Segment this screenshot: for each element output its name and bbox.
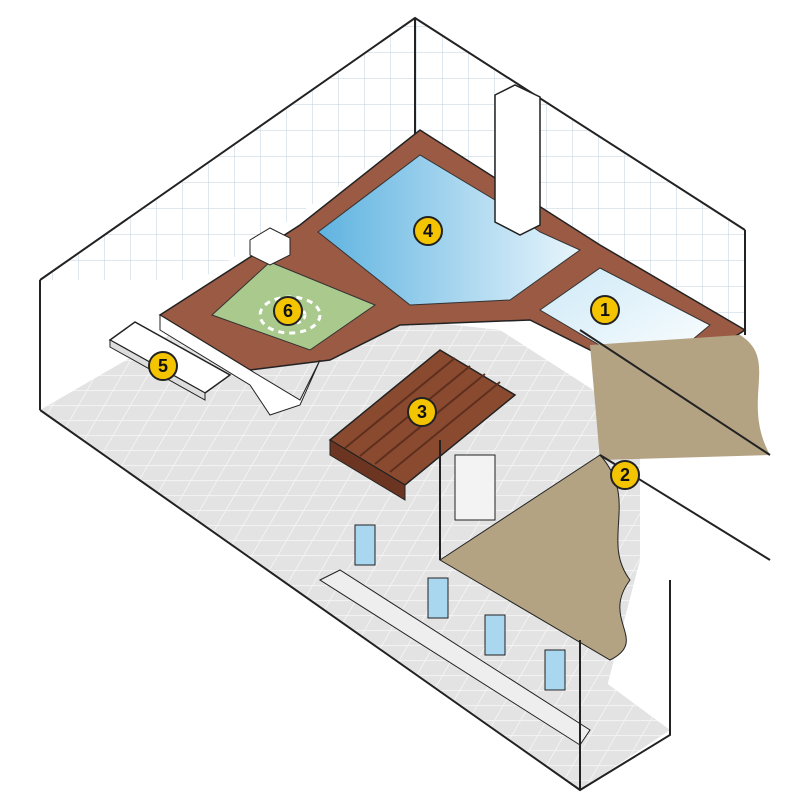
changing-room-area (439, 329, 771, 661)
shower-stations (318, 454, 591, 746)
marker-3[interactable]: 3 (407, 397, 437, 427)
main-pool-water (317, 154, 581, 306)
marker-5[interactable]: 5 (148, 351, 178, 381)
marker-4[interactable]: 4 (413, 216, 443, 246)
marker-2[interactable]: 2 (610, 460, 640, 490)
marker-6[interactable]: 6 (273, 296, 303, 326)
marker-1[interactable]: 1 (590, 295, 620, 325)
